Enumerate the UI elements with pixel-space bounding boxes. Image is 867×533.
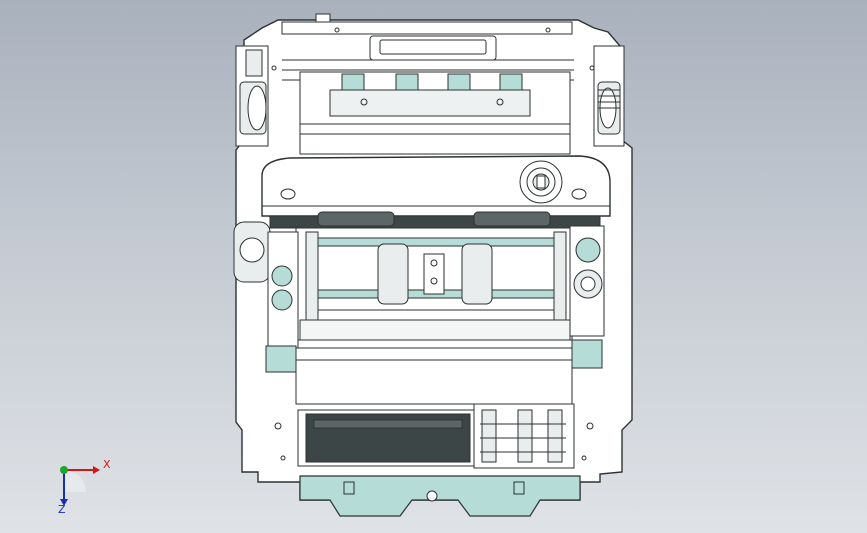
bottom-tray	[299, 475, 581, 517]
connector-window	[297, 409, 475, 467]
triad-graphic	[60, 466, 100, 506]
z-axis-arrowhead	[60, 499, 68, 506]
triad-plane-shade	[64, 470, 86, 492]
terminal-block	[473, 403, 575, 469]
platen-carriage	[269, 211, 601, 341]
right-gear-train	[569, 225, 605, 369]
right-side-plate	[593, 45, 625, 147]
left-side-plate	[235, 45, 269, 147]
x-axis-arrowhead	[93, 466, 100, 474]
left-gear-train	[233, 221, 299, 373]
lower-body	[274, 347, 594, 461]
upper-roller-assembly	[271, 27, 595, 155]
x-axis-label: X	[103, 458, 111, 471]
y-axis-dot	[60, 466, 68, 474]
top-cover	[261, 155, 611, 217]
orientation-triad: X Z	[44, 452, 114, 522]
z-axis-label: Z	[58, 503, 66, 516]
